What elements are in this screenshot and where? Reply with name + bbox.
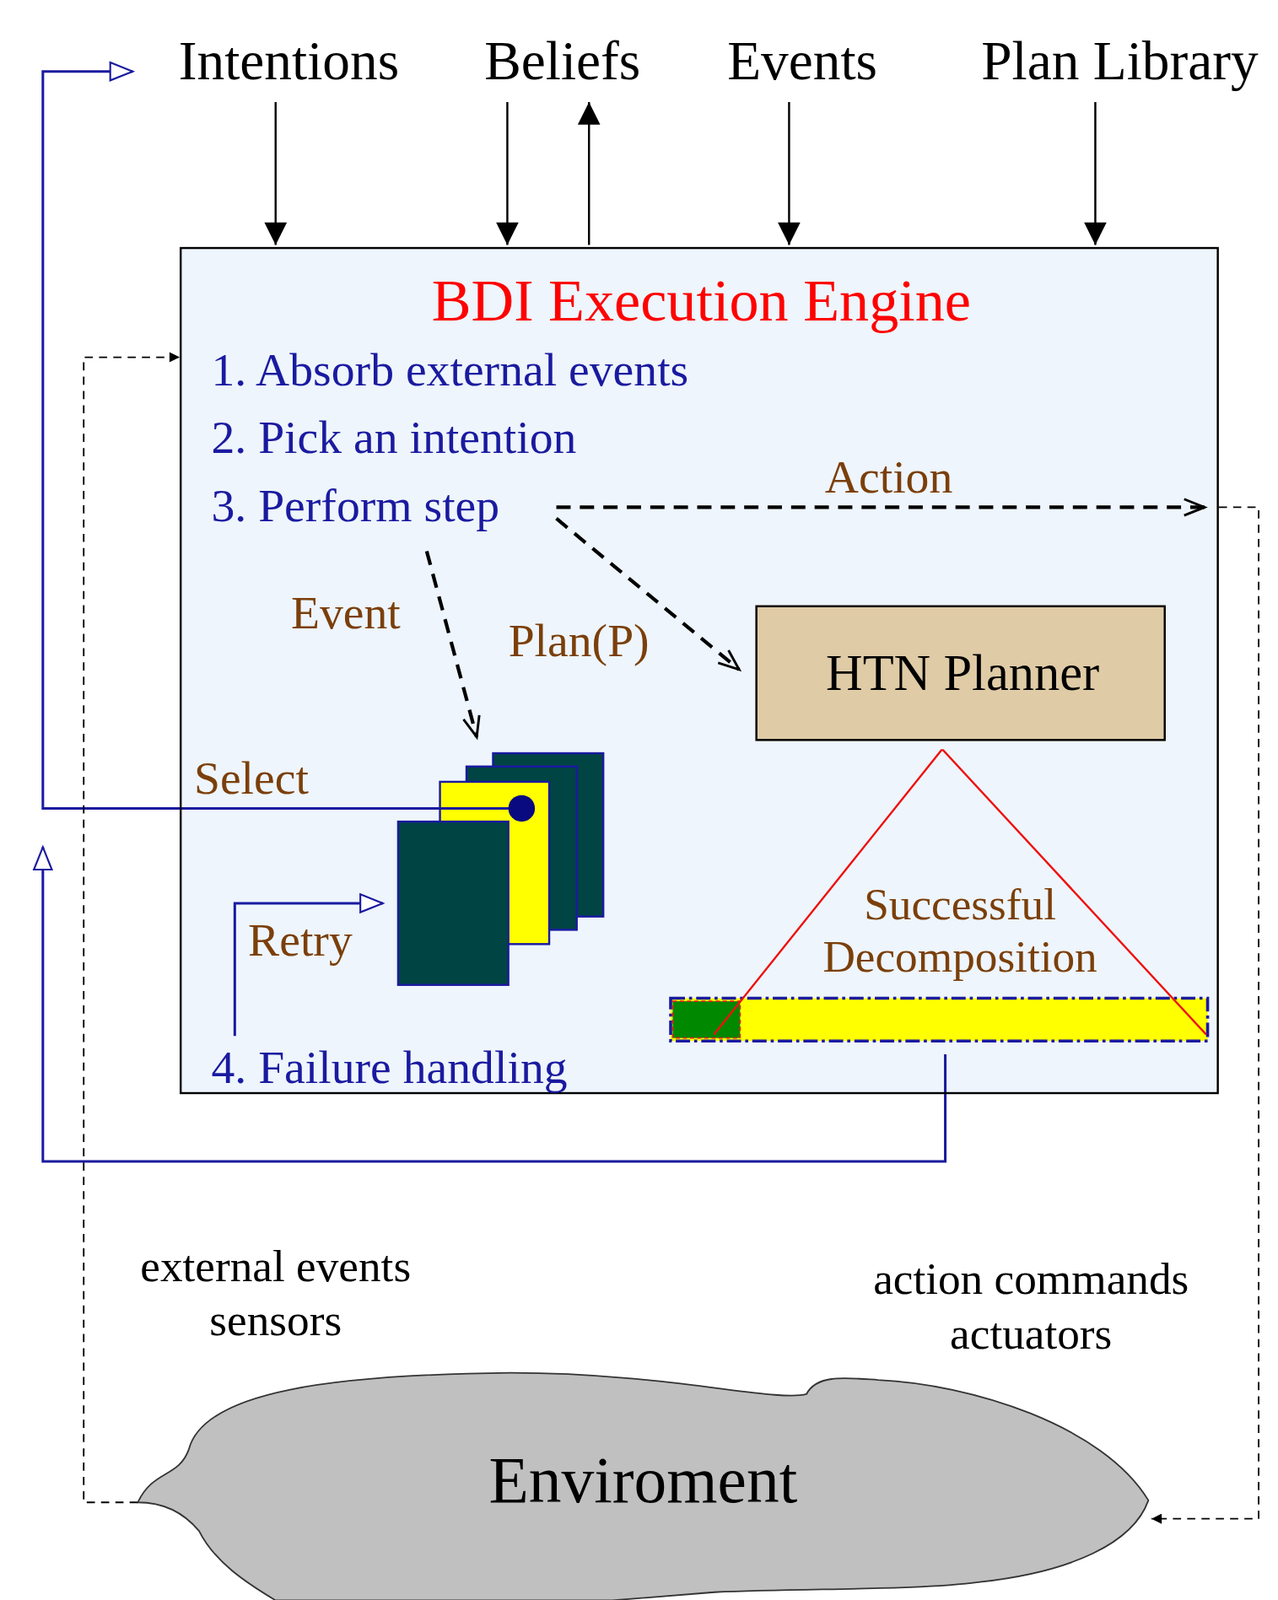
cloud-path [137,1373,1149,1600]
selected-dot [508,795,535,822]
input-arrow [506,102,508,245]
node-text: 3. Perform step [210,477,500,534]
flow-label: Select [194,749,309,807]
node-text: 2. Pick an intention [210,409,577,466]
node-title: HTN Planner [825,642,1100,705]
decomposition-triangle: Successful Decomposition [713,749,1207,1036]
flow-label: Action [825,448,954,506]
engine-fill [179,247,1219,1095]
edge-label: action commands actuators [816,1253,1246,1362]
event-arrow [426,550,477,737]
node-text: 4. Failure handling [210,1039,567,1096]
dashed-connector [1151,506,1259,1519]
decomposition-bar [670,997,1208,1041]
node-title: BDI Execution Engine [431,265,971,337]
flow-label: Plan(P) [508,612,650,669]
triangle-path [713,749,1207,1036]
planner-box: HTN Planner [754,605,1165,742]
output-arrow [587,102,590,245]
engine-box: BDI Execution Engine1. Absorb external e… [179,247,1219,1095]
store-label: Plan Library [981,28,1258,95]
edge-label: external events sensors [91,1240,460,1349]
node-text: 1. Absorb external events [210,341,689,399]
input-arrow [787,102,790,245]
store-label: Events [727,28,878,95]
input-arrow [275,102,277,245]
flow-label: Event [291,584,401,642]
store-label: Beliefs [484,28,641,95]
store-label: Intentions [178,28,400,95]
action-arrow [556,505,1205,509]
retry-line [234,903,383,1036]
node-title: Successful Decomposition [776,879,1144,983]
environment-cloud: Enviroment [132,1362,1154,1600]
dashed-connector [83,357,180,1504]
node-title: Enviroment [489,1442,799,1521]
current-step [672,1001,740,1039]
flow-label: Retry [248,911,353,969]
input-arrow [1094,102,1096,245]
plan-card [398,821,509,986]
